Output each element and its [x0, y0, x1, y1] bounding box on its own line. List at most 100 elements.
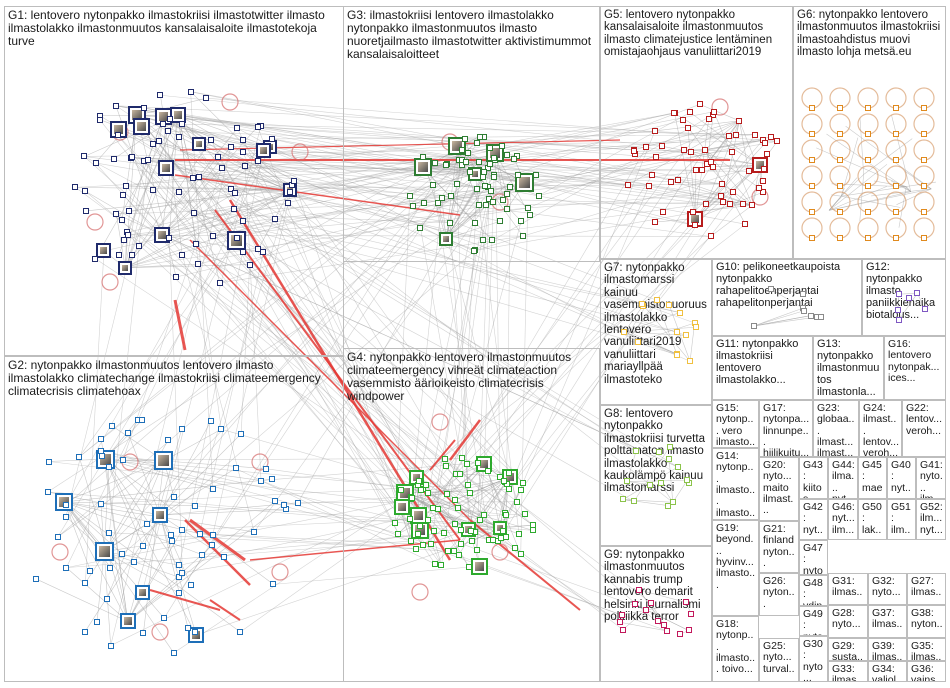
- user-node[interactable]: [676, 631, 683, 638]
- user-node[interactable]: [208, 136, 215, 143]
- user-node[interactable]: [192, 502, 199, 509]
- user-node[interactable]: [198, 551, 205, 558]
- user-node[interactable]: [865, 209, 871, 215]
- group-g12-box[interactable]: G12: nytonpakko ilmasto paniikkienaika b…: [862, 259, 946, 336]
- user-node[interactable]: [106, 529, 113, 536]
- user-node[interactable]: [517, 551, 524, 558]
- user-node[interactable]: [465, 149, 472, 156]
- user-node[interactable]: [431, 527, 438, 534]
- user-node[interactable]: [456, 471, 463, 478]
- hub-node[interactable]: [118, 260, 133, 275]
- group-g23-box[interactable]: G23: globaa... ilmast... ilmast...: [813, 400, 859, 457]
- user-node[interactable]: [760, 189, 767, 196]
- user-node[interactable]: [649, 172, 656, 179]
- user-node[interactable]: [398, 486, 405, 493]
- user-node[interactable]: [195, 174, 202, 181]
- user-node[interactable]: [764, 150, 771, 157]
- user-node[interactable]: [685, 125, 691, 132]
- user-node[interactable]: [82, 628, 89, 635]
- user-node[interactable]: [895, 317, 902, 324]
- hub-node[interactable]: [133, 117, 151, 135]
- user-node[interactable]: [473, 546, 480, 553]
- user-node[interactable]: [518, 218, 525, 225]
- user-node[interactable]: [837, 209, 843, 215]
- user-node[interactable]: [768, 133, 775, 140]
- user-node[interactable]: [467, 489, 474, 496]
- user-node[interactable]: [119, 217, 125, 224]
- user-node[interactable]: [474, 140, 481, 147]
- user-node[interactable]: [255, 246, 262, 253]
- user-node[interactable]: [458, 540, 465, 547]
- user-node[interactable]: [453, 181, 460, 188]
- user-node[interactable]: [120, 236, 127, 243]
- user-node[interactable]: [728, 149, 735, 156]
- user-node[interactable]: [800, 307, 807, 314]
- user-node[interactable]: [532, 171, 539, 178]
- user-node[interactable]: [431, 159, 438, 166]
- user-node[interactable]: [474, 185, 481, 192]
- user-node[interactable]: [62, 502, 69, 509]
- user-node[interactable]: [643, 144, 650, 151]
- user-node[interactable]: [165, 128, 172, 135]
- user-node[interactable]: [727, 200, 734, 207]
- hub-node[interactable]: [96, 243, 112, 259]
- user-node[interactable]: [430, 504, 437, 511]
- user-node[interactable]: [666, 456, 673, 463]
- user-node[interactable]: [664, 627, 671, 634]
- user-node[interactable]: [165, 436, 172, 443]
- user-node[interactable]: [108, 422, 115, 429]
- group-g34-box[interactable]: G34: valiol...: [868, 661, 907, 682]
- user-node[interactable]: [631, 148, 638, 155]
- hub-node[interactable]: [192, 137, 207, 152]
- user-node[interactable]: [619, 496, 626, 503]
- user-node[interactable]: [239, 148, 246, 155]
- user-node[interactable]: [506, 486, 513, 493]
- user-node[interactable]: [466, 169, 473, 176]
- user-node[interactable]: [655, 618, 662, 625]
- user-node[interactable]: [286, 188, 293, 195]
- user-node[interactable]: [502, 534, 509, 541]
- user-node[interactable]: [692, 166, 699, 173]
- group-g6-box[interactable]: G6: nytonpakko lentovero ilmastonmuutos …: [793, 6, 946, 259]
- user-node[interactable]: [684, 477, 691, 484]
- user-node[interactable]: [173, 274, 180, 280]
- user-node[interactable]: [239, 217, 246, 224]
- user-node[interactable]: [507, 183, 514, 190]
- user-node[interactable]: [837, 235, 843, 241]
- user-node[interactable]: [232, 465, 239, 472]
- user-node[interactable]: [124, 429, 131, 436]
- user-node[interactable]: [415, 477, 422, 484]
- user-node[interactable]: [521, 510, 528, 517]
- user-node[interactable]: [709, 163, 716, 170]
- user-node[interactable]: [268, 476, 275, 483]
- user-node[interactable]: [497, 218, 504, 225]
- user-node[interactable]: [216, 279, 223, 286]
- user-node[interactable]: [227, 143, 234, 150]
- user-node[interactable]: [703, 200, 710, 207]
- user-node[interactable]: [496, 473, 503, 480]
- user-node[interactable]: [442, 463, 449, 470]
- user-node[interactable]: [451, 520, 458, 527]
- user-node[interactable]: [688, 148, 695, 155]
- user-node[interactable]: [646, 481, 653, 488]
- group-g4-box[interactable]: G4: nytonpakko lentovero ilmastonmuutos …: [343, 348, 600, 682]
- hub-node[interactable]: [169, 106, 186, 123]
- user-node[interactable]: [179, 121, 186, 128]
- user-node[interactable]: [705, 116, 712, 123]
- user-node[interactable]: [699, 167, 706, 174]
- hub-node[interactable]: [154, 451, 174, 471]
- user-node[interactable]: [774, 138, 781, 145]
- user-node[interactable]: [111, 155, 118, 162]
- user-node[interactable]: [896, 291, 903, 298]
- user-node[interactable]: [653, 154, 660, 161]
- user-node[interactable]: [214, 153, 221, 160]
- user-node[interactable]: [209, 232, 216, 239]
- user-node[interactable]: [463, 460, 470, 467]
- user-node[interactable]: [443, 161, 450, 168]
- user-node[interactable]: [520, 479, 527, 486]
- group-g10-box[interactable]: G10: pelikoneetkaupoista nytonpakko raha…: [712, 259, 862, 336]
- user-node[interactable]: [468, 538, 475, 545]
- user-node[interactable]: [481, 512, 488, 519]
- user-node[interactable]: [176, 188, 183, 195]
- user-node[interactable]: [459, 455, 466, 462]
